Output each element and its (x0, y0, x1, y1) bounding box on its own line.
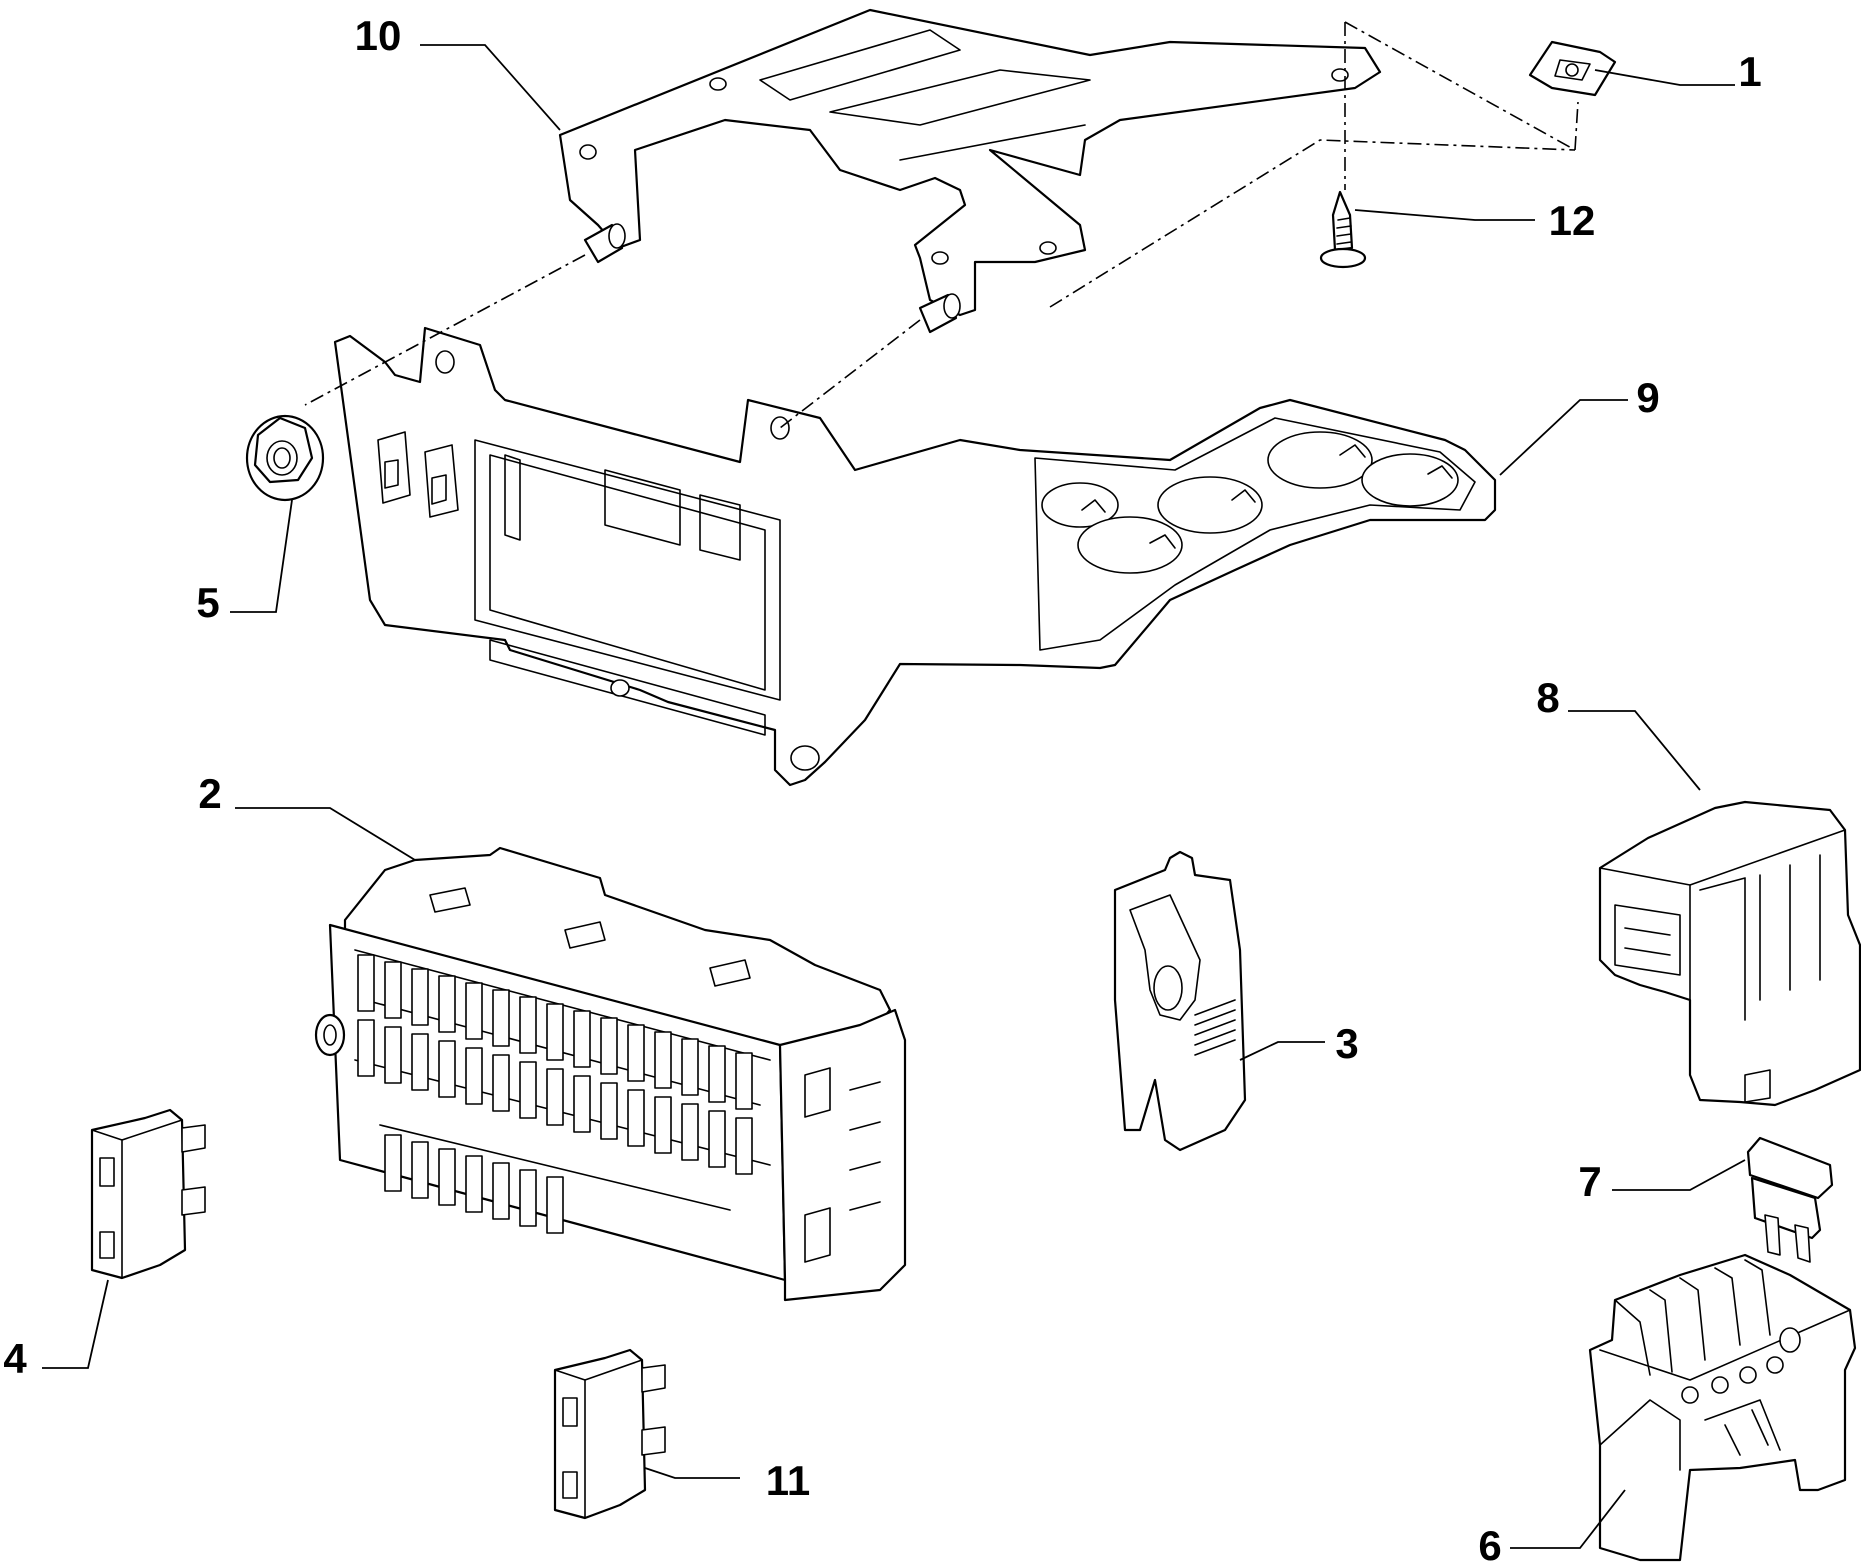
part-6-fuse-holder (1588, 1253, 1857, 1562)
part-4-relay (90, 1108, 206, 1280)
alignment-lines (304, 21, 1579, 429)
callout-1: 1 (1738, 48, 1761, 95)
callout-12: 12 (1549, 197, 1596, 244)
callout-9: 9 (1636, 374, 1659, 421)
part-7-fuse (1746, 1136, 1834, 1263)
part-3-clip (1113, 850, 1247, 1152)
leader-lines (42, 44, 1746, 1549)
part-9-lower-bracket (333, 326, 1497, 787)
part-8-cover (1598, 800, 1861, 1107)
part-5-flange-nut (245, 414, 325, 502)
part-10-upper-bracket (558, 8, 1382, 334)
callout-3: 3 (1335, 1020, 1358, 1067)
callout-labels: 1 2 3 4 5 6 7 8 9 10 11 12 (3, 12, 1761, 1568)
callout-2: 2 (198, 770, 221, 817)
part-2-fuse-box (314, 846, 907, 1302)
callout-11: 11 (766, 1457, 810, 1504)
callout-5: 5 (196, 579, 219, 626)
callout-7: 7 (1578, 1158, 1601, 1205)
callout-8: 8 (1536, 674, 1559, 721)
callout-10: 10 (355, 12, 402, 59)
callout-4: 4 (3, 1335, 27, 1382)
callout-6: 6 (1478, 1522, 1501, 1568)
part-11-relay (553, 1348, 666, 1520)
part-12-screw (1319, 190, 1367, 269)
part-1-clip-nut (1528, 40, 1617, 97)
